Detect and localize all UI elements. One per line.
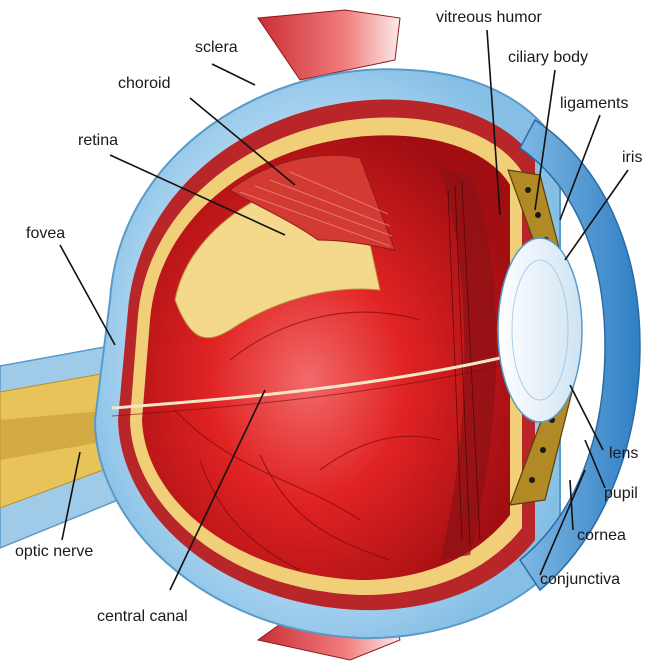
label-lens: lens (609, 445, 638, 462)
label-vitreous-humor: vitreous humor (436, 9, 542, 26)
label-fovea: fovea (26, 225, 65, 242)
label-ciliary-body: ciliary body (508, 49, 588, 66)
label-ligaments: ligaments (560, 95, 628, 112)
label-iris: iris (622, 149, 642, 166)
label-retina: retina (78, 132, 118, 149)
label-pupil: pupil (604, 485, 638, 502)
label-conjunctiva: conjunctiva (540, 571, 620, 588)
label-central-canal: central canal (97, 608, 188, 625)
label-cornea: cornea (577, 527, 626, 544)
label-optic-nerve: optic nerve (15, 543, 93, 560)
label-sclera: sclera (195, 39, 238, 56)
lens-shape (498, 238, 582, 422)
label-choroid: choroid (118, 75, 170, 92)
